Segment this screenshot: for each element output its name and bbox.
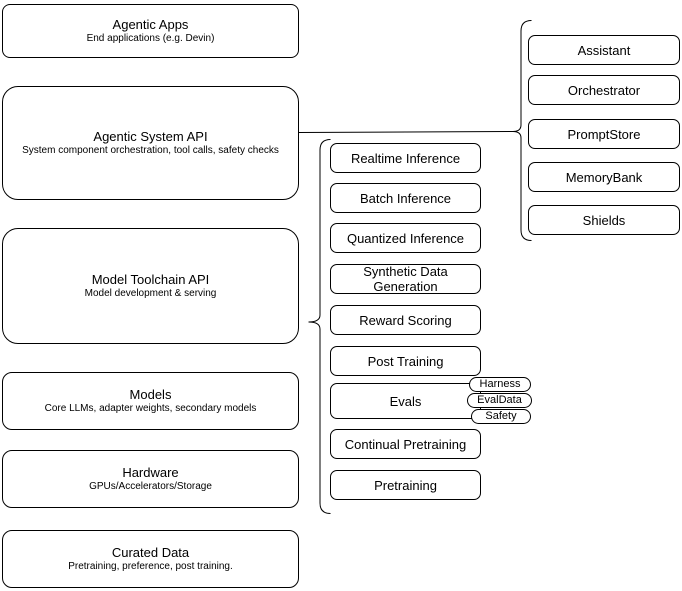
- node-title: Agentic Apps: [112, 17, 189, 32]
- node-pretraining: Pretraining: [330, 470, 481, 500]
- node-label: Pretraining: [374, 477, 437, 493]
- pill-label: EvalData: [477, 394, 522, 406]
- node-post-training: Post Training: [330, 346, 481, 376]
- node-memorybank: MemoryBank: [528, 162, 680, 192]
- node-title: Curated Data: [111, 545, 190, 560]
- node-title: Hardware: [122, 465, 179, 480]
- brace-toolchain-items: [308, 139, 331, 514]
- node-batch-inference: Batch Inference: [330, 183, 481, 213]
- pill-evaldata: EvalData: [467, 393, 532, 408]
- node-subtitle: GPUs/Accelerators/Storage: [89, 481, 212, 492]
- node-promptstore: PromptStore: [528, 119, 680, 149]
- node-label: PromptStore: [567, 126, 641, 142]
- node-agentic-system-api: Agentic System API System component orch…: [2, 86, 299, 200]
- node-label: Shields: [582, 212, 626, 228]
- pill-label: Harness: [479, 378, 521, 390]
- node-models: Models Core LLMs, adapter weights, secon…: [2, 372, 299, 430]
- node-label: Synthetic Data Generation: [363, 264, 448, 294]
- node-subtitle: End applications (e.g. Devin): [86, 33, 215, 44]
- node-subtitle: Core LLMs, adapter weights, secondary mo…: [44, 403, 257, 414]
- node-hardware: Hardware GPUs/Accelerators/Storage: [2, 450, 299, 508]
- node-label: Evals: [389, 393, 422, 409]
- node-label: Reward Scoring: [359, 312, 452, 328]
- node-label: Continual Pretraining: [344, 436, 467, 452]
- node-label: MemoryBank: [565, 169, 643, 185]
- node-synthetic-data-generation: Synthetic Data Generation: [330, 264, 481, 294]
- node-subtitle: System component orchestration, tool cal…: [22, 145, 279, 156]
- node-orchestrator: Orchestrator: [528, 75, 680, 105]
- node-label: Orchestrator: [567, 82, 641, 98]
- node-title: Models: [129, 387, 172, 402]
- node-continual-pretraining: Continual Pretraining: [330, 429, 481, 459]
- node-realtime-inference: Realtime Inference: [330, 143, 481, 173]
- node-subtitle: Pretraining, preference, post training.: [68, 561, 233, 572]
- node-curated-data: Curated Data Pretraining, preference, po…: [2, 530, 299, 588]
- node-subtitle: Model development & serving: [84, 288, 217, 299]
- node-label: Post Training: [367, 353, 444, 369]
- pill-label: Safety: [485, 410, 517, 422]
- node-label: Batch Inference: [359, 190, 452, 206]
- node-agentic-apps: Agentic Apps End applications (e.g. Devi…: [2, 4, 299, 58]
- node-label: Realtime Inference: [350, 150, 461, 166]
- line-system-api-to-components: [298, 131, 514, 133]
- node-shields: Shields: [528, 205, 680, 235]
- node-reward-scoring: Reward Scoring: [330, 305, 481, 335]
- node-label: Quantized Inference: [346, 230, 465, 246]
- pill-harness: Harness: [469, 377, 531, 392]
- node-quantized-inference: Quantized Inference: [330, 223, 481, 253]
- node-title: Agentic System API: [93, 129, 208, 144]
- node-label: Assistant: [577, 42, 631, 58]
- node-title: Model Toolchain API: [91, 272, 210, 287]
- node-assistant: Assistant: [528, 35, 680, 65]
- pill-safety: Safety: [471, 409, 531, 424]
- node-model-toolchain-api: Model Toolchain API Model development & …: [2, 228, 299, 344]
- node-evals: Evals: [330, 383, 481, 419]
